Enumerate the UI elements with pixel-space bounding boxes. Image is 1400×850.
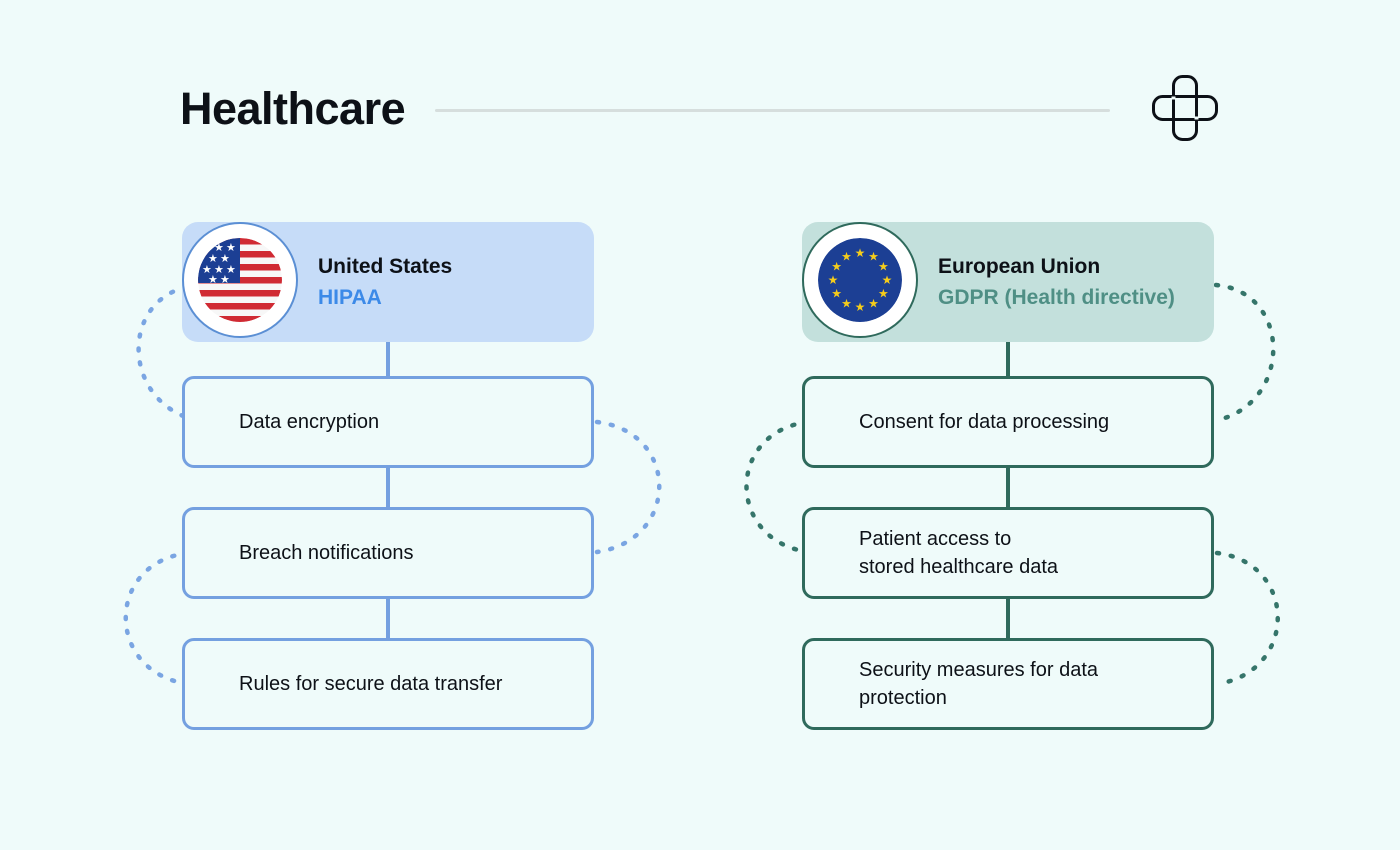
svg-text:★: ★: [868, 250, 879, 264]
us-node-1[interactable]: Data encryption: [182, 376, 594, 468]
eu-node-2-label: Patient access to stored healthcare data: [859, 527, 1059, 578]
svg-text:★: ★: [214, 263, 224, 276]
us-node-2[interactable]: Breach notifications: [182, 507, 594, 599]
eu-flag-icon: ★ ★ ★ ★ ★ ★ ★ ★ ★ ★ ★ ★: [818, 238, 902, 322]
badge-law-label: GDPR (Health directive): [938, 285, 1175, 309]
svg-text:★: ★: [831, 260, 842, 274]
svg-text:★: ★: [208, 273, 218, 286]
medical-cross-icon: [1150, 73, 1220, 143]
svg-text:★: ★: [878, 287, 889, 301]
svg-text:★: ★: [878, 260, 889, 274]
svg-text:★: ★: [855, 300, 866, 314]
svg-text:★: ★: [220, 273, 230, 286]
eu-arc-badge-to-node1: [1213, 282, 1276, 423]
eu-arc-node2-to-node3: [1214, 550, 1280, 687]
eu-arc-node1-to-node2: [744, 419, 811, 555]
svg-text:★: ★: [841, 296, 852, 310]
badge-text-european-union: European Union GDPR (Health directive): [938, 255, 1175, 308]
badge-country-label: European Union: [938, 255, 1101, 279]
badge-country-label: United States: [318, 255, 453, 279]
svg-text:★: ★: [855, 246, 866, 260]
header-divider: [435, 108, 1110, 112]
badge-law-label: HIPAA: [318, 285, 382, 309]
eu-node-3[interactable]: Security measures for data protection: [802, 638, 1214, 730]
svg-text:★: ★: [226, 263, 236, 276]
us-flag-ring: ★★★ ★★ ★★★ ★★: [182, 222, 298, 338]
eu-flag-ring: ★ ★ ★ ★ ★ ★ ★ ★ ★ ★ ★ ★: [802, 222, 918, 338]
us-node-3-label: Rules for secure data transfer: [239, 672, 503, 695]
svg-text:★: ★: [214, 241, 224, 254]
us-node-1-label: Data encryption: [239, 410, 380, 433]
eu-node-1-label: Consent for data processing: [859, 410, 1110, 433]
badge-united-states[interactable]: ★★★ ★★ ★★★ ★★ United States HIPAA: [182, 222, 594, 342]
svg-text:★: ★: [220, 252, 230, 265]
badge-european-union[interactable]: ★ ★ ★ ★ ★ ★ ★ ★ ★ ★ ★ ★ E: [802, 222, 1214, 342]
us-arc-node2-to-node3: [123, 550, 191, 687]
column-united-states: ★★★ ★★ ★★★ ★★ United States HIPAA Data e…: [182, 222, 594, 730]
svg-text:★: ★: [882, 273, 893, 287]
page-header: Healthcare: [180, 72, 1220, 144]
us-flag-icon: ★★★ ★★ ★★★ ★★: [198, 238, 282, 322]
svg-text:★: ★: [868, 296, 879, 310]
svg-text:★: ★: [831, 287, 842, 301]
svg-text:★: ★: [202, 263, 212, 276]
badge-text-united-states: United States HIPAA: [318, 255, 452, 308]
svg-text:★: ★: [828, 273, 839, 287]
svg-text:★: ★: [208, 252, 218, 265]
column-european-union: ★ ★ ★ ★ ★ ★ ★ ★ ★ ★ ★ ★ E: [802, 222, 1214, 730]
svg-text:★: ★: [226, 241, 236, 254]
page-title: Healthcare: [180, 82, 406, 134]
eu-node-2[interactable]: Patient access to stored healthcare data: [802, 507, 1214, 599]
svg-text:★: ★: [841, 250, 852, 264]
eu-node-1[interactable]: Consent for data processing: [802, 376, 1214, 468]
us-arc-node1-to-node2: [594, 419, 662, 555]
us-node-2-label: Breach notifications: [239, 541, 414, 564]
eu-node-3-label: Security measures for data protection: [859, 658, 1098, 709]
us-node-3[interactable]: Rules for secure data transfer: [182, 638, 594, 730]
